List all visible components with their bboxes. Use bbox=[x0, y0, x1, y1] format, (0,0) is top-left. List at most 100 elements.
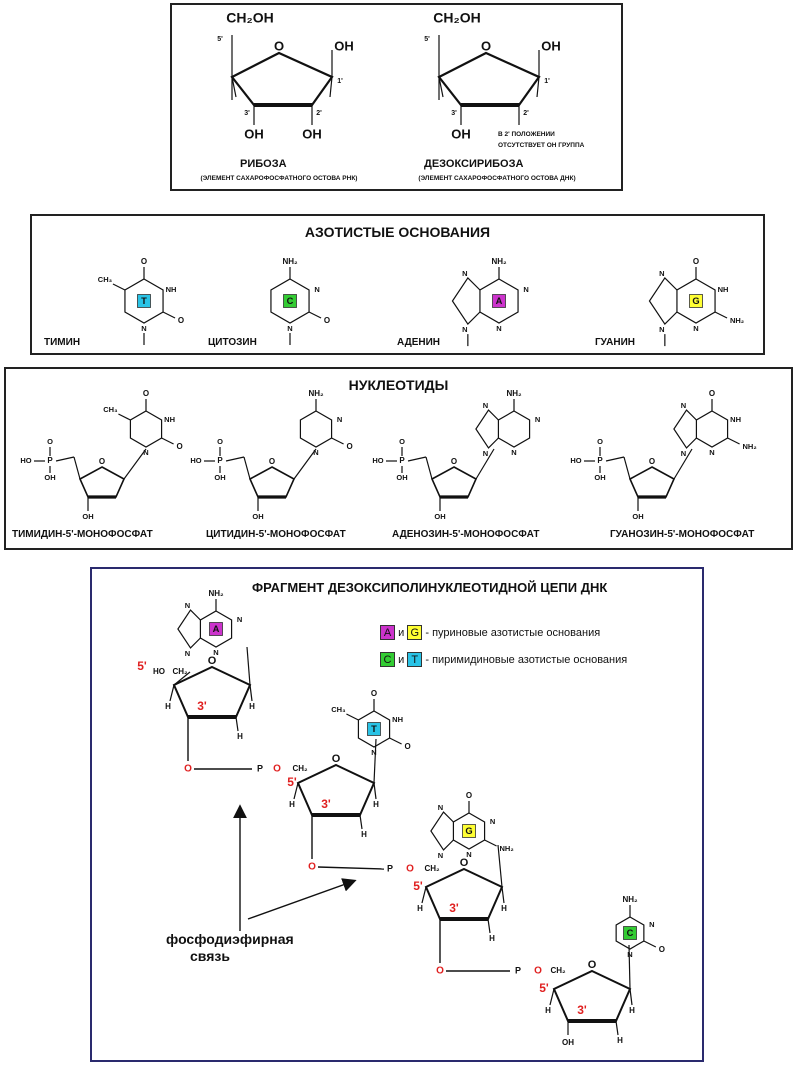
amp-base-n3: N bbox=[511, 448, 516, 457]
tmp-sugar bbox=[78, 466, 126, 498]
bond-label-1: фосфодиэфирная bbox=[166, 931, 294, 947]
cmp-c5-bond bbox=[243, 456, 251, 480]
cmp-base-c2o-bond bbox=[331, 437, 344, 445]
cmp-base-n3: N bbox=[337, 415, 342, 424]
cytosine-c2o-bond bbox=[308, 311, 322, 319]
dna-t-c2-h-bond bbox=[359, 814, 363, 830]
guanine-badge-box bbox=[689, 294, 703, 308]
legend-pyrimidine-text: - пиримидиновые азотистые основания bbox=[425, 654, 628, 666]
dna-a-base-top-label: NH₂ bbox=[208, 589, 224, 598]
dna-p2: P bbox=[387, 863, 393, 873]
tmp-p-oh: OH bbox=[44, 473, 55, 482]
cytosine-n3: N bbox=[314, 285, 319, 294]
pos5-label: 5' bbox=[217, 36, 223, 43]
amp-base-n7: N bbox=[483, 401, 488, 410]
dna-c-base-c2o-bond bbox=[643, 940, 657, 948]
adenine-n7: N bbox=[462, 269, 467, 278]
dna-g-base-c2-nh2-bond bbox=[484, 839, 497, 847]
dna-c-c4-h: H bbox=[545, 1006, 551, 1015]
legend-box-a: A bbox=[380, 625, 395, 640]
cmp-base-n1: N bbox=[313, 448, 318, 457]
nucleotides-title: НУКЛЕОТИДЫ bbox=[348, 377, 449, 393]
dna-g-c1-h: H bbox=[501, 904, 507, 913]
gmp-p-oh: OH bbox=[594, 473, 605, 482]
gmp-ch2-link bbox=[605, 456, 625, 462]
dna-a-c2-h-bond bbox=[235, 716, 239, 732]
amp-p-oh: OH bbox=[396, 473, 407, 482]
cytosine-badge-box bbox=[283, 294, 297, 308]
dna-g-base-n7: N bbox=[438, 803, 443, 812]
guanine-top-label: O bbox=[693, 257, 699, 266]
cmp-p-oh: OH bbox=[214, 473, 225, 482]
dna-t-base-n3: NH bbox=[392, 715, 403, 724]
gmp-base-c2-nh2: NH₂ bbox=[743, 442, 757, 451]
c2-oh: OH bbox=[302, 126, 322, 141]
legend-and-1: и bbox=[398, 627, 405, 639]
gmp-ring-o: O bbox=[649, 457, 655, 466]
pos3-label: 3' bbox=[244, 110, 250, 117]
dna-g-base-n3: N bbox=[466, 850, 471, 859]
guanine-n9: N bbox=[659, 325, 664, 334]
dna-p3: P bbox=[515, 965, 521, 975]
base-name-adenine: АДЕНИН bbox=[397, 337, 441, 348]
c4-h bbox=[438, 76, 444, 98]
tmp-base-methyl: CH₃ bbox=[103, 405, 118, 414]
dna-c-base-badge-box bbox=[623, 926, 637, 940]
gmp-c3-oh: OH bbox=[632, 512, 643, 521]
dna-c-base-c2o: O bbox=[659, 945, 665, 954]
c1-h bbox=[329, 76, 333, 98]
guanine-c2-nh2: NH₂ bbox=[730, 316, 744, 325]
gmp-base-ring5 bbox=[673, 409, 697, 449]
dna-c-c1-h-bond bbox=[629, 988, 633, 1006]
dna-a-ring-o: O bbox=[208, 655, 217, 667]
bases-title: АЗОТИСТЫЕ ОСНОВАНИЯ bbox=[304, 224, 491, 240]
dna-c-base-badge-letter: C bbox=[627, 928, 634, 938]
dna-a-c1-h: H bbox=[249, 702, 255, 711]
dna-a-ch2: CH₂ bbox=[172, 667, 188, 676]
guanine-badge-letter: G bbox=[692, 296, 699, 306]
tmp-ho: HO bbox=[20, 456, 31, 465]
guanine-n3: N bbox=[693, 324, 698, 333]
thymine-methyl-bond bbox=[112, 283, 126, 291]
dna-a-c4-h: H bbox=[165, 702, 171, 711]
dna-c-c1-h: H bbox=[629, 1006, 635, 1015]
tmp-base-c2o-bond bbox=[161, 437, 174, 445]
pos1-label: 1' bbox=[544, 78, 550, 85]
base-name-guanine: ГУАНИН bbox=[595, 337, 635, 348]
nucleotide-name-gmp: ГУАНОЗИН-5'-МОНОФОСФАТ bbox=[610, 529, 755, 540]
dna-c-label-3: 3' bbox=[577, 1003, 587, 1017]
adenine-badge-letter: A bbox=[496, 296, 503, 306]
dna-g-base-badge-box bbox=[462, 824, 476, 838]
dna-t-base-methyl-bond bbox=[346, 713, 359, 721]
gmp-base-n1: NH bbox=[730, 415, 741, 424]
dna-g-ch2: CH₂ bbox=[424, 864, 440, 873]
deoxy-note-2: ОТСУТСТВУЕТ ОН ГРУППА bbox=[498, 142, 585, 149]
legend-pyrimidine: C и T - пиримидиновые азотистые основани… bbox=[380, 652, 627, 667]
dna-c-oh: OH bbox=[562, 1038, 574, 1047]
dna-p1-o5: O bbox=[273, 764, 281, 775]
dna-c-c2-h: H bbox=[617, 1036, 623, 1045]
amp-ho: HO bbox=[372, 456, 383, 465]
amp-glyco-bond bbox=[475, 448, 495, 480]
c1-oh: OH bbox=[541, 38, 561, 53]
bond-arrow-2 bbox=[247, 878, 357, 920]
gmp-base-top-label: O bbox=[709, 389, 715, 398]
dna-t-base-n1: N bbox=[371, 748, 376, 757]
c3-oh: OH bbox=[244, 126, 264, 141]
deoxy-note-1: В 2' ПОЛОЖЕНИИ bbox=[498, 131, 555, 138]
dna-p1: P bbox=[257, 763, 263, 773]
dna-g-c2-h-bond bbox=[487, 918, 491, 934]
cytosine-n1: N bbox=[287, 324, 292, 333]
dna-g-sugar bbox=[424, 867, 504, 920]
ch2oh-label: CH₂OH bbox=[226, 10, 273, 26]
pos5-label: 5' bbox=[424, 36, 430, 43]
base-name-cytosine: ЦИТОЗИН bbox=[208, 337, 257, 348]
cmp-base-ring bbox=[299, 410, 333, 448]
dna-g-base-n1: N bbox=[490, 817, 495, 826]
legend-box-t: T bbox=[407, 652, 423, 667]
tmp-base-c2o: O bbox=[176, 442, 182, 451]
cmp-sugar bbox=[248, 466, 296, 498]
guanine-n1: NH bbox=[718, 285, 729, 294]
gmp-base-c2-nh2-bond bbox=[727, 437, 740, 445]
thymine-n3: NH bbox=[166, 285, 177, 294]
